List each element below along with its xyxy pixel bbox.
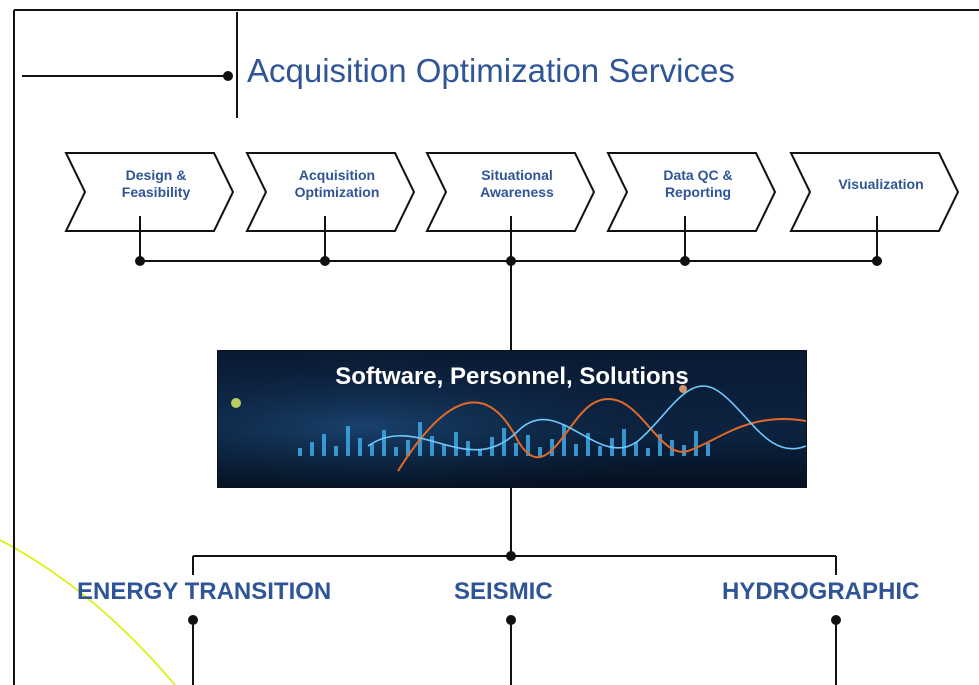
step-chevron-1 [64, 152, 235, 232]
step-chevron-2 [245, 152, 416, 232]
banner-bar [598, 446, 602, 456]
banner-bar [430, 436, 434, 456]
banner-bar [298, 448, 302, 456]
banner-title: Software, Personnel, Solutions [335, 363, 689, 390]
accent-swoosh [0, 539, 176, 685]
banner-bar [538, 447, 542, 456]
banner-bar [394, 447, 398, 456]
banner-bar [346, 426, 350, 456]
banner-bar [682, 445, 686, 456]
step-bus [139, 216, 878, 350]
banner-bar [706, 443, 710, 456]
step-chevron-4 [606, 152, 777, 232]
step-label-visualization: Visualization [838, 176, 924, 192]
step-label-situational-awareness: Situational Awareness [480, 167, 554, 200]
banner-bar [454, 432, 458, 456]
banner-bar [586, 433, 590, 456]
step-label-acquisition-optimization: Acquisition Optimization [294, 167, 380, 200]
step-label-design-feasibility: Design & Feasibility [121, 167, 191, 200]
category-energy-transition: ENERGY TRANSITION [77, 578, 332, 605]
bus-dots [135, 256, 882, 266]
page-title: Acquisition Optimization Services [247, 52, 735, 89]
banner-bar [562, 425, 566, 456]
banner-bar [622, 429, 626, 456]
banner-bar [322, 434, 326, 456]
banner-chart-graphic [218, 351, 806, 487]
step-chevron-3 [425, 152, 596, 232]
banner-bar [478, 449, 482, 456]
step-chevron-5 [789, 152, 960, 232]
banner-bar [634, 442, 638, 456]
category-dots [188, 551, 841, 625]
title-pointer-dot [223, 71, 233, 81]
banner-bar [526, 435, 530, 456]
banner-bar [646, 448, 650, 456]
banner-bar [442, 445, 446, 456]
software-banner: Software, Personnel, Solutions [217, 350, 807, 488]
banner-bar [358, 438, 362, 456]
step-label-data-qc-reporting: Data QC & Reporting [663, 167, 733, 200]
category-hydrographic: HYDROGRAPHIC [722, 578, 920, 605]
banner-bar [370, 444, 374, 456]
banner-bar [334, 446, 338, 456]
banner-bar [406, 440, 410, 456]
banner-bar [574, 444, 578, 456]
banner-bar [550, 439, 554, 456]
banner-bar [514, 443, 518, 456]
banner-bar [310, 442, 314, 456]
banner-bar [694, 431, 698, 456]
category-seismic: SEISMIC [454, 578, 553, 605]
banner-bar [382, 430, 386, 456]
banner-bar [658, 434, 662, 456]
